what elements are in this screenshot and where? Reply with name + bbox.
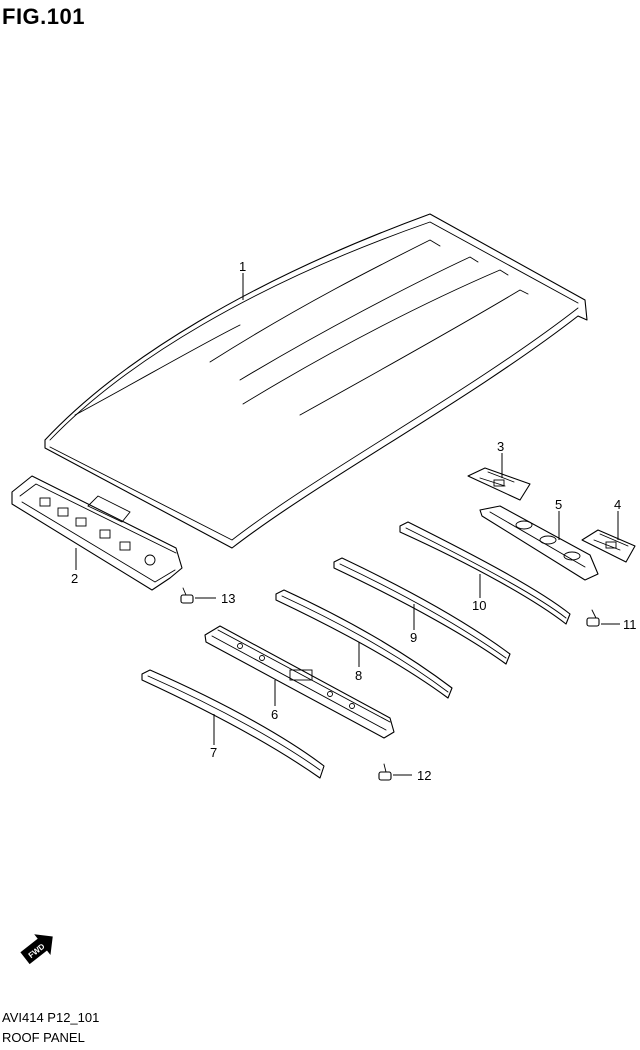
callout-5: 5 [555, 497, 562, 512]
callout-6: 6 [271, 707, 278, 722]
part-11-bolt[interactable] [586, 609, 600, 627]
callout-1: 1 [239, 259, 246, 274]
callout-4: 4 [614, 497, 621, 512]
part-3-bracket[interactable] [467, 467, 531, 501]
callout-2: 2 [71, 571, 78, 586]
callout-3: 3 [497, 439, 504, 454]
part-4-bracket[interactable] [581, 529, 636, 563]
part-5-rear-bracket[interactable] [479, 505, 599, 581]
part-1-roof-panel[interactable] [44, 213, 588, 549]
part-9-roof-bow[interactable] [333, 557, 511, 665]
diagram-code: AVI414 P12_101 [2, 1010, 100, 1025]
part-10-roof-bow[interactable] [399, 521, 571, 625]
callout-10: 10 [472, 598, 486, 613]
leader-lines [75, 273, 620, 776]
fwd-arrow-icon: FWD [20, 934, 53, 965]
figure-title: FIG.101 [2, 4, 85, 29]
callout-7: 7 [210, 745, 217, 760]
part-13-bolt[interactable] [180, 587, 194, 604]
callout-13: 13 [221, 591, 235, 606]
part-6-roof-bow[interactable] [204, 625, 395, 739]
callout-8: 8 [355, 668, 362, 683]
part-2-front-header[interactable] [11, 475, 183, 591]
callout-12: 12 [417, 768, 431, 783]
part-7-roof-bow[interactable] [141, 669, 325, 779]
callout-9: 9 [410, 630, 417, 645]
callout-11: 11 [623, 617, 637, 632]
diagram-name: ROOF PANEL [2, 1030, 85, 1045]
part-12-bolt[interactable] [378, 763, 392, 781]
part-8-roof-bow[interactable] [275, 589, 453, 699]
